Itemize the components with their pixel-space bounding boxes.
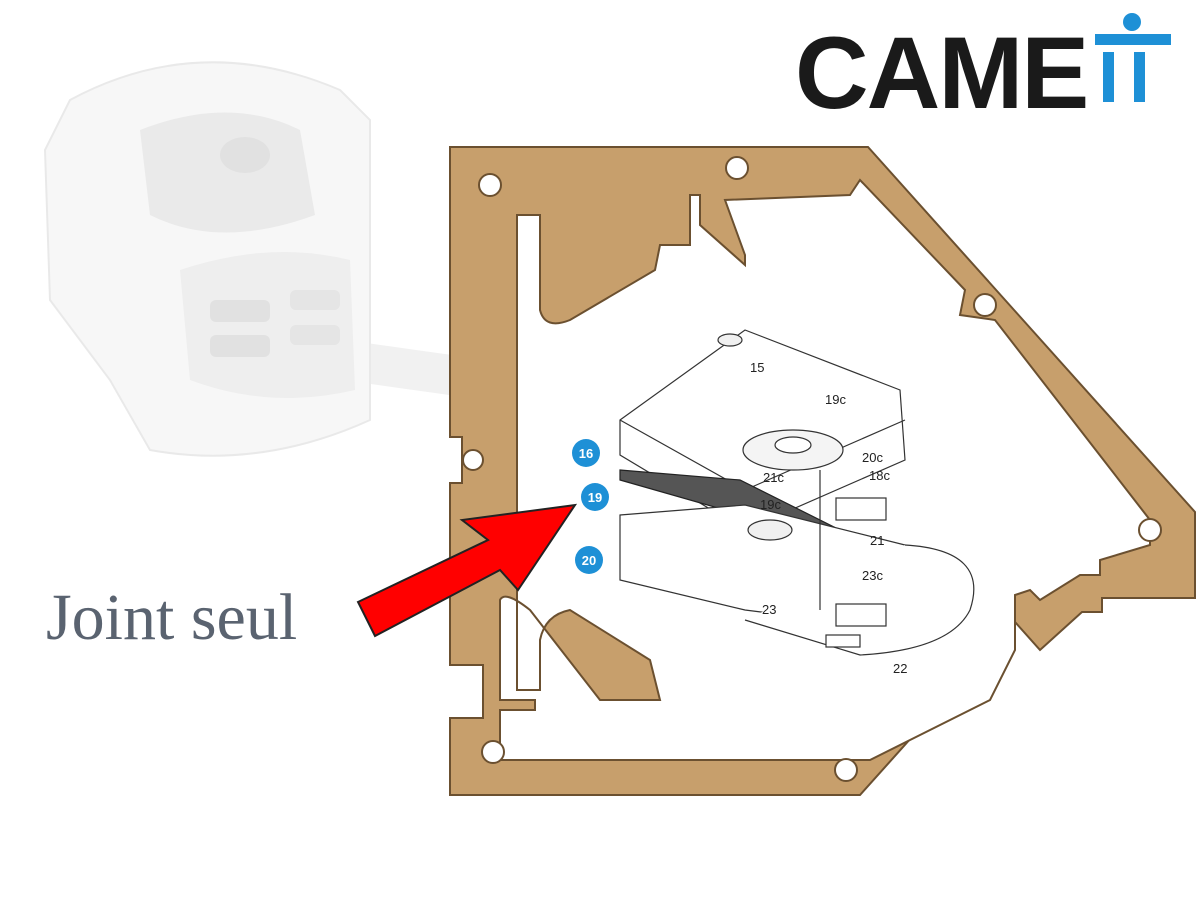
part-label-18c: 18c (869, 468, 890, 483)
callout-badges: 16 19 20 (572, 439, 609, 574)
gasket-hole (725, 156, 749, 180)
callout-text-16: 16 (579, 446, 593, 461)
gasket-hole (481, 740, 505, 764)
part-label-23: 23 (762, 602, 776, 617)
gasket-hole (1138, 518, 1162, 542)
part-label-22: 22 (893, 661, 907, 676)
gasket-hole (478, 173, 502, 197)
exploded-parts-drawing (619, 329, 975, 656)
part-label-19c-bottom: 19c (760, 497, 781, 512)
came-t-logo-icon (1095, 13, 1171, 102)
gasket-hole (973, 293, 997, 317)
callout-text-20: 20 (582, 553, 596, 568)
motor-product-image (43, 61, 592, 457)
part-label-15: 15 (750, 360, 764, 375)
caption-joint-seul: Joint seul (46, 581, 298, 654)
part-label-21c: 21c (763, 470, 784, 485)
red-arrow-icon (356, 503, 578, 638)
callout-badge-16 (572, 439, 600, 467)
part-labels: 15 19c 20c 18c 21c 19c 21 23c 23 22 (750, 360, 907, 676)
gasket-hole (462, 449, 484, 471)
callout-badge-19 (581, 483, 609, 511)
part-label-19c-top: 19c (825, 392, 846, 407)
callout-text-19: 19 (588, 490, 602, 505)
gasket-hole (834, 758, 858, 782)
part-label-21: 21 (870, 533, 884, 548)
callout-badge-20 (575, 546, 603, 574)
brand-wordmark: CAME (795, 16, 1089, 130)
part-label-23c: 23c (862, 568, 883, 583)
part-label-20c: 20c (862, 450, 883, 465)
